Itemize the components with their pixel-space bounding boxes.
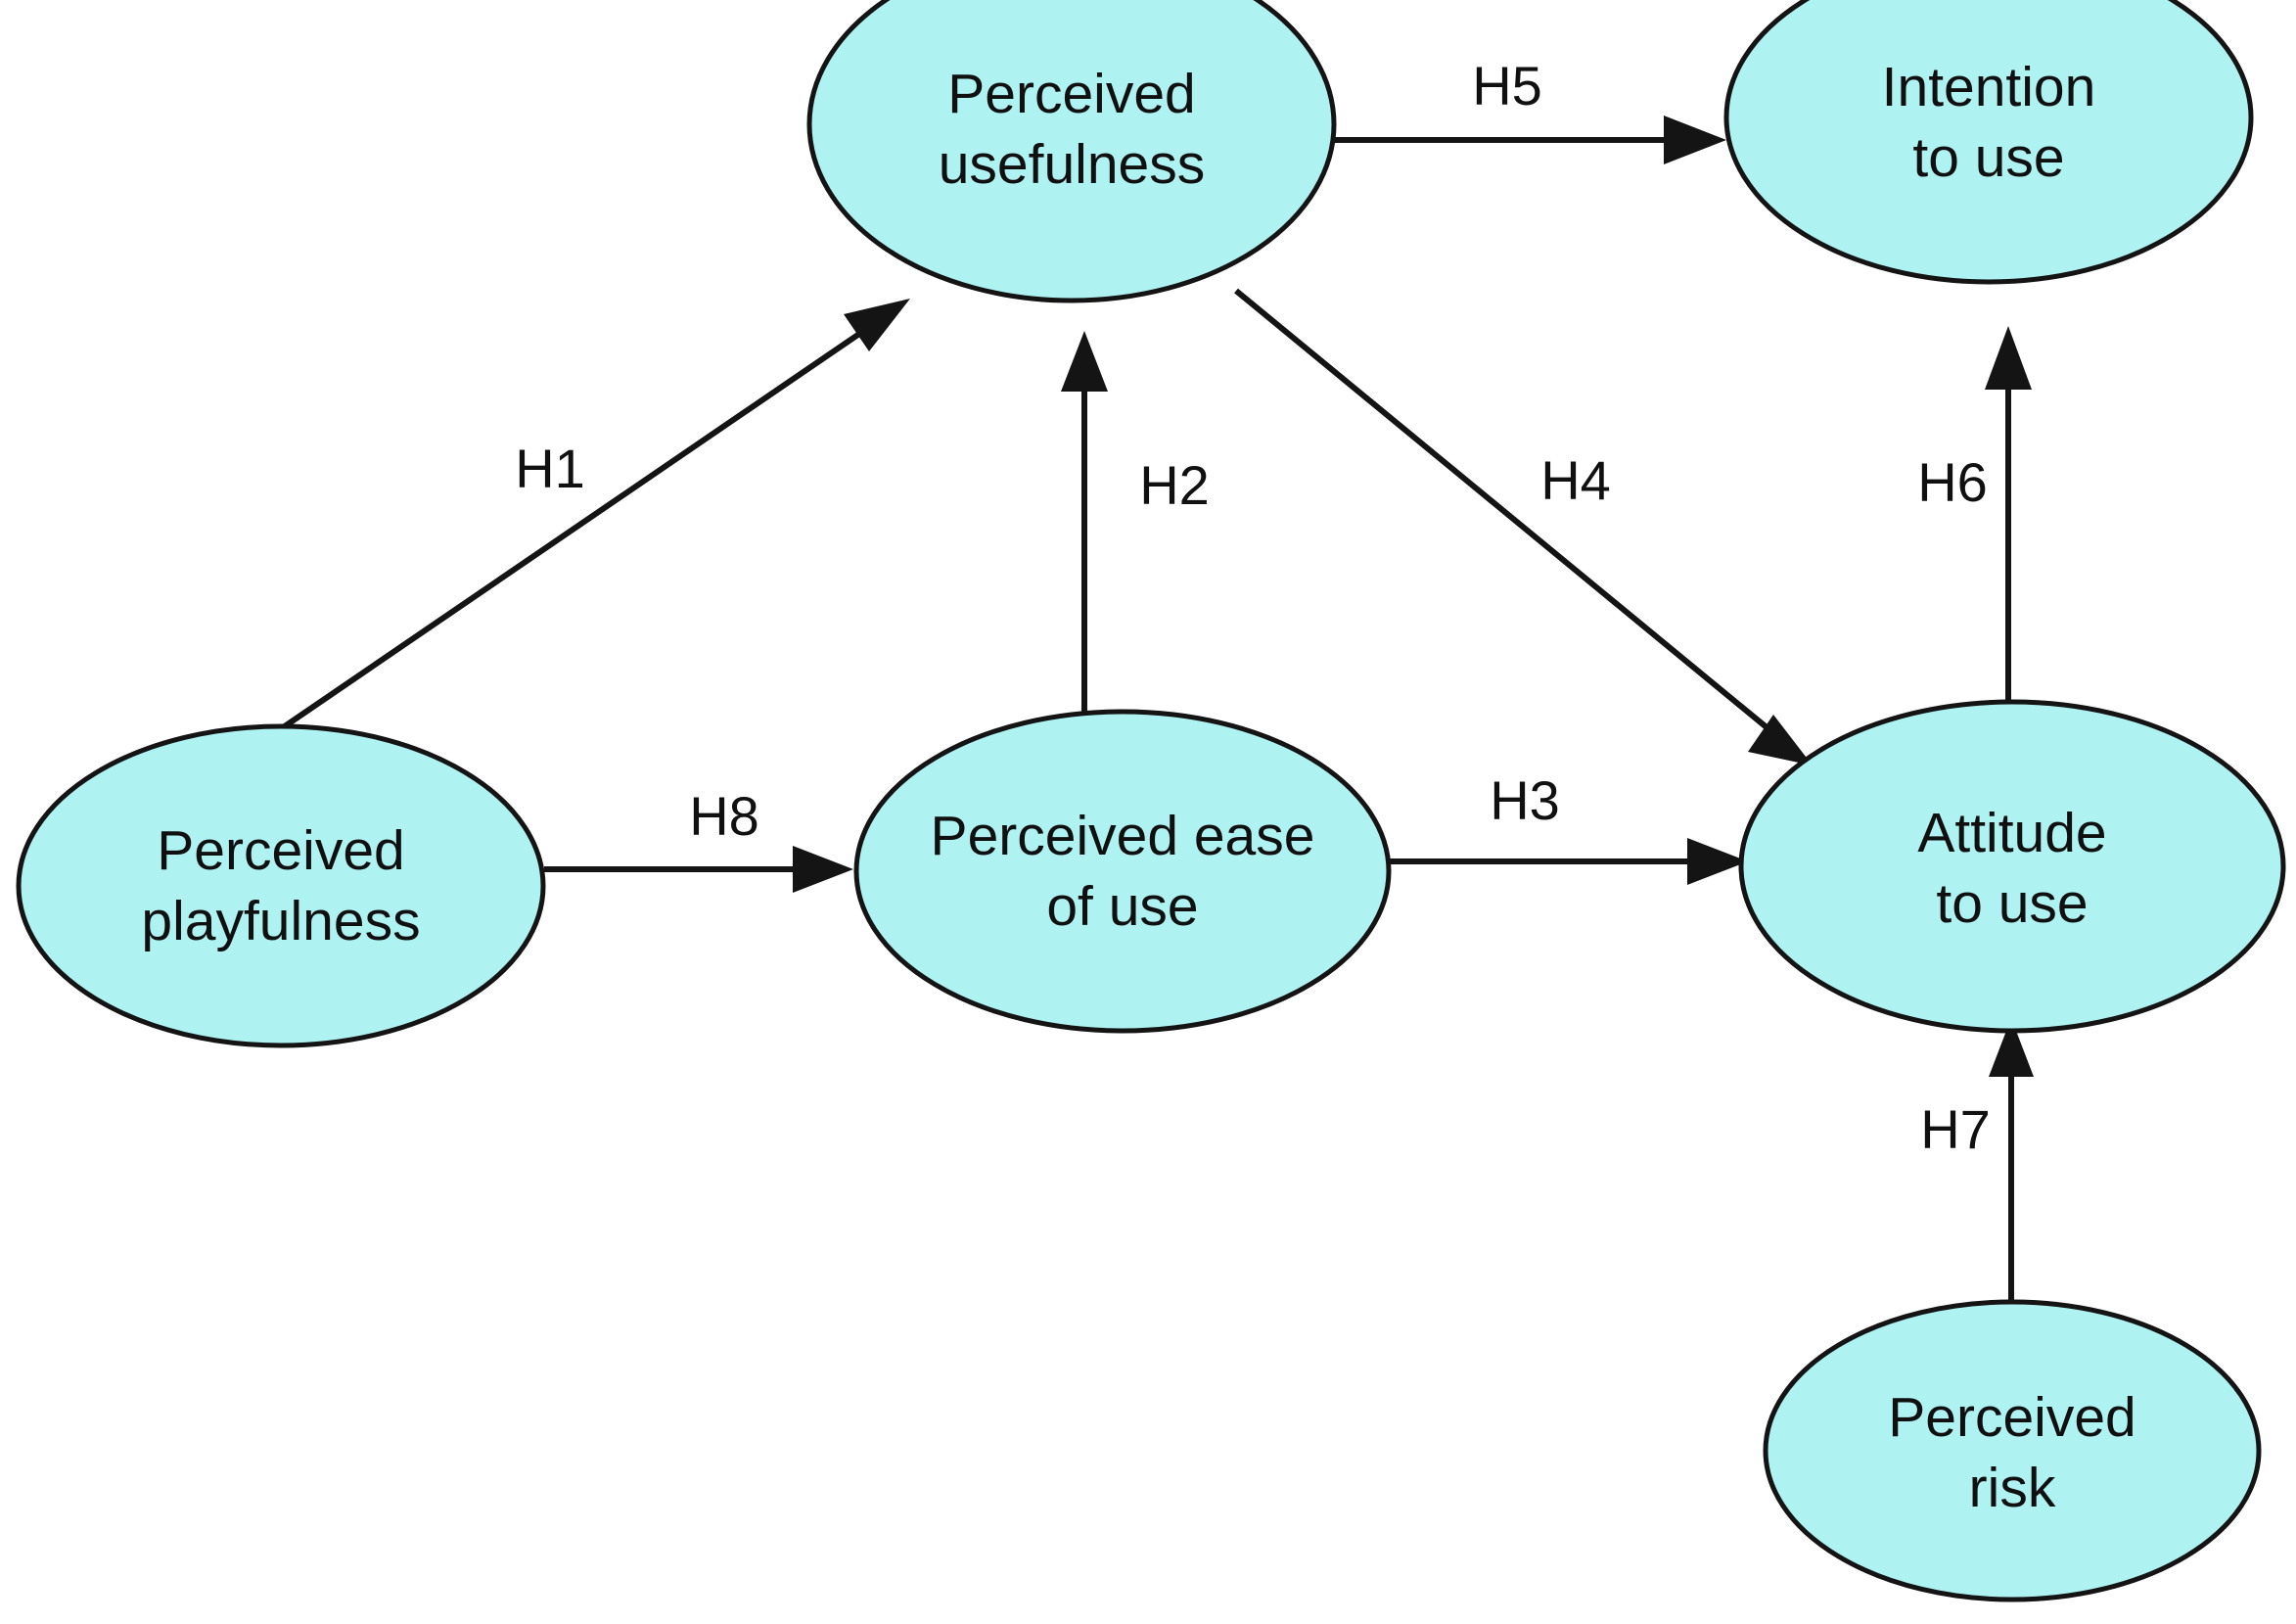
edge-h1-arrowhead xyxy=(844,299,910,351)
node-perceived-risk-label-line1: Perceived xyxy=(1888,1386,2135,1449)
edge-h7-label: H7 xyxy=(1920,1098,1991,1160)
edge-layer: H1 H2 H3 H4 xyxy=(274,55,2034,1304)
edge-h7-arrowhead xyxy=(1989,1018,2034,1077)
node-perceived-playfulness[interactable]: Perceived playfulness xyxy=(16,723,546,1048)
node-intention-to-use-label-line1: Intention xyxy=(1882,56,2096,118)
edge-h5-arrowhead xyxy=(1664,116,1726,164)
node-perceived-ease-of-use[interactable]: Perceived ease of use xyxy=(853,709,1392,1034)
edge-h5-label: H5 xyxy=(1472,55,1542,116)
edge-h2-arrowhead xyxy=(1061,331,1108,392)
node-perceived-usefulness[interactable]: Perceived usefulness xyxy=(806,0,1337,303)
edge-h4[interactable]: H4 xyxy=(1234,288,1813,766)
node-perceived-usefulness-label-line2: usefulness xyxy=(939,133,1206,196)
node-perceived-usefulness-label-line1: Perceived xyxy=(947,63,1195,125)
node-layer: Perceived usefulness Intention to use Pe… xyxy=(16,0,2286,1602)
node-perceived-playfulness-label-line2: playfulness xyxy=(141,890,420,952)
edge-h6-label: H6 xyxy=(1917,451,1988,513)
edge-h7[interactable]: H7 xyxy=(1920,1018,2034,1304)
node-intention-to-use-label-line2: to use xyxy=(1912,126,2064,189)
edge-h8[interactable]: H8 xyxy=(544,785,853,893)
edge-h6-arrowhead xyxy=(1985,326,2032,390)
node-attitude-to-use-label-line1: Attitude xyxy=(1917,802,2106,864)
node-perceived-risk-label-line2: risk xyxy=(1969,1457,2056,1519)
node-intention-to-use-shape xyxy=(1723,0,2254,285)
node-perceived-risk-shape xyxy=(1763,1299,2262,1602)
edge-h3-arrowhead xyxy=(1687,838,1748,885)
node-attitude-to-use-label-line2: to use xyxy=(1936,872,2088,935)
node-perceived-playfulness-label-line1: Perceived xyxy=(157,819,404,882)
edge-h1-line xyxy=(274,316,883,735)
node-perceived-ease-of-use-label-line1: Perceived ease xyxy=(931,805,1315,867)
edge-h1[interactable]: H1 xyxy=(274,299,910,735)
node-perceived-ease-of-use-shape xyxy=(853,709,1392,1034)
node-attitude-to-use-shape xyxy=(1738,699,2286,1034)
edge-h8-label: H8 xyxy=(689,785,759,847)
edge-h3[interactable]: H3 xyxy=(1390,769,1748,885)
node-intention-to-use[interactable]: Intention to use xyxy=(1723,0,2254,285)
node-perceived-ease-of-use-label-line2: of use xyxy=(1046,875,1198,938)
edge-h2[interactable]: H2 xyxy=(1061,331,1210,713)
edge-h8-arrowhead xyxy=(793,846,853,893)
node-perceived-risk[interactable]: Perceived risk xyxy=(1763,1299,2262,1602)
edge-h5[interactable]: H5 xyxy=(1329,55,1726,164)
edge-h2-label: H2 xyxy=(1139,454,1210,516)
node-attitude-to-use[interactable]: Attitude to use xyxy=(1738,699,2286,1034)
edge-h4-label: H4 xyxy=(1540,449,1611,511)
node-perceived-playfulness-shape xyxy=(16,723,546,1048)
edge-h1-label: H1 xyxy=(515,438,585,499)
edge-h4-arrowhead xyxy=(1748,715,1813,766)
edge-h6[interactable]: H6 xyxy=(1917,326,2032,703)
edge-h4-line xyxy=(1234,288,1785,744)
node-perceived-usefulness-shape xyxy=(806,0,1337,303)
edge-h3-label: H3 xyxy=(1490,769,1560,831)
